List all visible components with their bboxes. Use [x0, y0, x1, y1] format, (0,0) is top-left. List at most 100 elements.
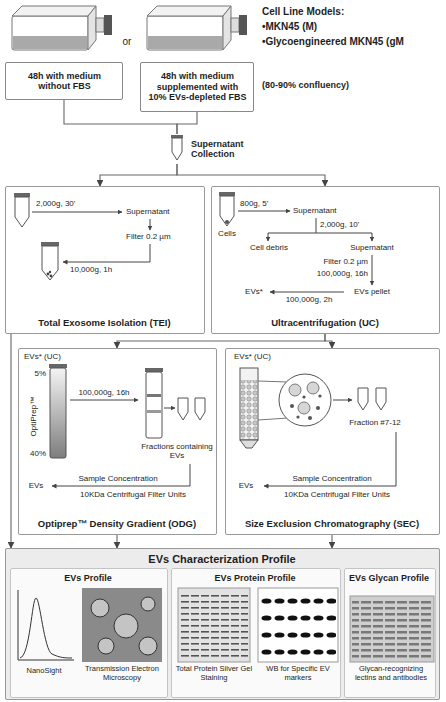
tube-icon [171, 135, 183, 160]
annotation-label: Supernatant [342, 243, 402, 252]
sec-column [308, 416, 312, 420]
label-text: 100,000g, 2h [274, 295, 344, 304]
label-text: Supernatant [342, 243, 402, 252]
label-text: Total Protein Silver Gel Staining [174, 665, 254, 682]
sec-column [240, 440, 258, 448]
culture-flask [239, 15, 247, 35]
culture-flask [231, 18, 239, 32]
node-text: Size Exclusion Chromatography (SEC) [230, 519, 434, 530]
label-text: EVs* (UC) [234, 352, 304, 361]
sec-column [307, 382, 319, 394]
lectin-blot-image [352, 598, 432, 660]
silver-gel-image [178, 588, 250, 662]
label-text: EVs [232, 481, 260, 490]
western-blot-image [258, 588, 338, 662]
label-text: 2,000g, 30' [36, 199, 116, 208]
tem-image [91, 599, 109, 617]
node-text: EVs Glycan Profile [348, 573, 430, 583]
tube-icon [219, 192, 235, 226]
tube-icon [195, 398, 205, 420]
lectin-blot-image [350, 596, 434, 662]
tube-icon [147, 394, 161, 397]
node-text: EVs Protein Profile [175, 573, 335, 583]
label-text: or [115, 36, 139, 48]
gradient-tube [49, 364, 67, 368]
sec-column [240, 368, 331, 448]
tube-icon [14, 193, 30, 197]
tube-icon [358, 388, 368, 410]
label-text: WB for Specific EV markers [256, 665, 340, 682]
annotation-label: 2,000g, 10' [320, 220, 382, 229]
annotation-label: EVs [22, 481, 50, 490]
collection-step: Supernatant Collection [168, 134, 260, 164]
sec-column [279, 374, 331, 426]
annotation-label: (80-90% confluency) [262, 80, 412, 90]
annotation-label: Transmission Electron Microscopy [80, 665, 164, 682]
tem-image [139, 637, 157, 655]
panel-ground [344, 568, 436, 698]
annotation-label: Fraction #7-12 [338, 418, 412, 427]
panel-ground [5, 548, 440, 700]
step-arrow [52, 464, 190, 486]
profile-section: EVs Profile [10, 568, 168, 698]
label-text: EVs [22, 481, 50, 490]
step-arrow [333, 400, 352, 401]
annotation-label: Glycan-recognizing lectins and antibodie… [348, 665, 434, 682]
label-text: Filter 0.2 µm [290, 257, 368, 266]
culture-flask [12, 6, 96, 16]
sec-column [258, 381, 288, 382]
annotation-label: Cells [212, 229, 242, 238]
tube-icon [220, 196, 234, 226]
culture-flask [148, 36, 222, 49]
step-arrow [238, 211, 290, 212]
annotation-label: Supernatant [126, 207, 202, 216]
label-text: 40% [20, 449, 46, 458]
culture-flask [12, 16, 88, 50]
tube-icon [178, 398, 188, 420]
label-text: (80-90% confluency) [262, 80, 412, 90]
annotation-label: EVs [232, 481, 260, 490]
gradient-tube [50, 368, 66, 458]
silver-gel-image [178, 588, 250, 662]
annotation-label: 100,000g, 16h [66, 388, 142, 397]
tem-image [98, 638, 114, 654]
annotation-label: •Glycoengineered MKN45 (gM [262, 36, 444, 48]
annotation-label: Sample Concentration [62, 474, 174, 483]
method-panel: Total Exosome Isolation (TEI) [5, 186, 205, 334]
annotation-label: Sample Concentration [276, 474, 388, 483]
annotation-label: or [115, 36, 139, 48]
profile-section: EVs Protein Profile [171, 568, 341, 698]
label-text: 100,000g, 16h [66, 388, 142, 397]
node-text: 48h with medium without FBS [12, 71, 117, 92]
annotation-label: EVs pellet [342, 287, 402, 296]
node-text: 48h with medium supplemented with 10% EV… [147, 71, 248, 102]
annotation-label: Cell debris [240, 243, 298, 252]
sec-column [296, 415, 299, 418]
nanosight-plot [18, 590, 74, 660]
step-arrow [316, 218, 317, 233]
tube-icon [172, 138, 182, 160]
label-text: 10KDa Centrifugal Filter Units [262, 490, 412, 499]
annotation-label: 800g, 5' [240, 199, 290, 208]
silver-gel-image [180, 591, 248, 660]
tube-icon [225, 220, 229, 224]
tube-icon [145, 368, 205, 438]
annotation-label: Fractions containing EVs [140, 442, 214, 460]
culture-flask [223, 6, 231, 50]
annotation-label: •MKN45 (M) [262, 21, 444, 33]
step-arrow [150, 219, 151, 230]
label-text: Fractions containing EVs [140, 442, 214, 460]
flow-arrow [177, 164, 325, 186]
culture-flask [147, 6, 247, 50]
annotation-label: Filter 0.2 µm [126, 232, 202, 241]
annotation-label: Filter 0.2 µm [290, 257, 368, 266]
flow-arrow [64, 100, 177, 134]
label-text: Cells [212, 229, 242, 238]
annotation-label: 10KDa Centrifugal Filter Units [262, 490, 412, 499]
step-arrow [63, 244, 150, 262]
sec-column [240, 368, 258, 440]
tube-icon [145, 368, 163, 372]
culture-flask [12, 6, 112, 50]
gradient-tube [49, 364, 67, 458]
